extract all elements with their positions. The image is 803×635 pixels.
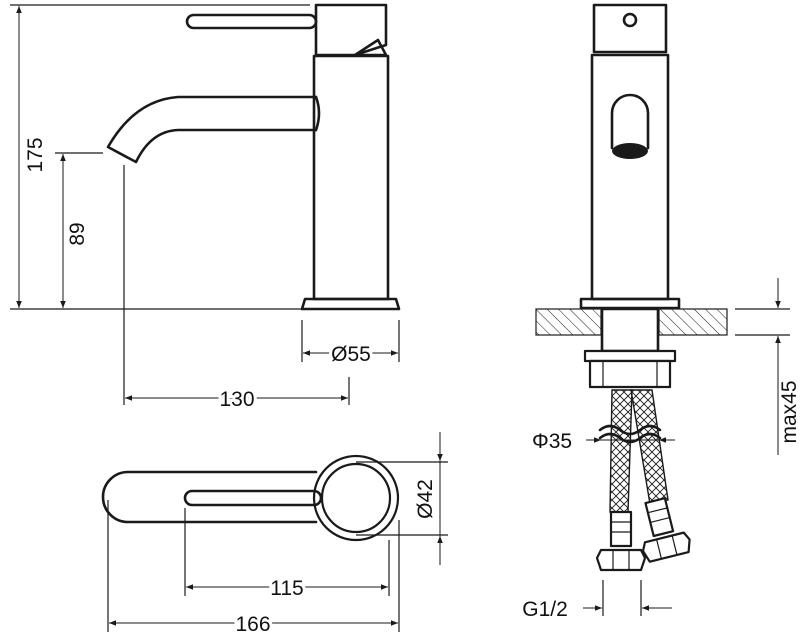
front-view: max45 Φ35 G1/2 — [522, 3, 801, 621]
dim-130-label: 130 — [219, 388, 254, 411]
dim-max45-label: max45 — [778, 380, 801, 443]
dim-166-label: 166 — [235, 613, 270, 635]
dim-d55-label: Ø55 — [331, 343, 371, 366]
mounting-nut — [583, 349, 677, 363]
hex-nut-left — [595, 548, 647, 572]
dim-g12-label: G1/2 — [522, 598, 568, 621]
lever-top — [183, 489, 323, 507]
dim-d42-label: Ø42 — [414, 479, 437, 519]
top-view: Ø42 115 166 — [101, 432, 448, 635]
body-top-circle — [320, 462, 392, 534]
mounting-shank — [600, 307, 660, 353]
spout-top — [101, 470, 318, 524]
front-base — [579, 297, 681, 310]
hex-nut-right — [641, 531, 691, 563]
dim-phi35-label: Φ35 — [532, 430, 572, 453]
front-cap — [592, 3, 668, 54]
fitting-right — [644, 497, 675, 538]
spout-outlet — [610, 93, 650, 150]
dim-115-label: 115 — [270, 577, 303, 600]
base-plate — [300, 297, 401, 311]
cap-hole — [622, 12, 638, 28]
side-view: 175 89 Ø55 130 — [10, 3, 401, 414]
deck-left — [535, 308, 602, 336]
dim-175-label: 175 — [24, 137, 47, 172]
dim-89-label: 89 — [66, 222, 89, 245]
hose-right — [630, 389, 669, 505]
spout-joint — [314, 95, 321, 132]
fitting-left — [609, 510, 633, 548]
lever-handle — [185, 13, 318, 30]
mounting-nut-body — [588, 359, 672, 389]
hose-left — [609, 389, 633, 513]
spout — [106, 95, 318, 164]
faucet-body — [312, 54, 390, 301]
deck-right — [658, 308, 728, 336]
handle-cap — [314, 3, 388, 57]
front-body — [590, 53, 670, 301]
outlet-opening — [612, 143, 648, 159]
hinge-wedge — [353, 38, 388, 57]
